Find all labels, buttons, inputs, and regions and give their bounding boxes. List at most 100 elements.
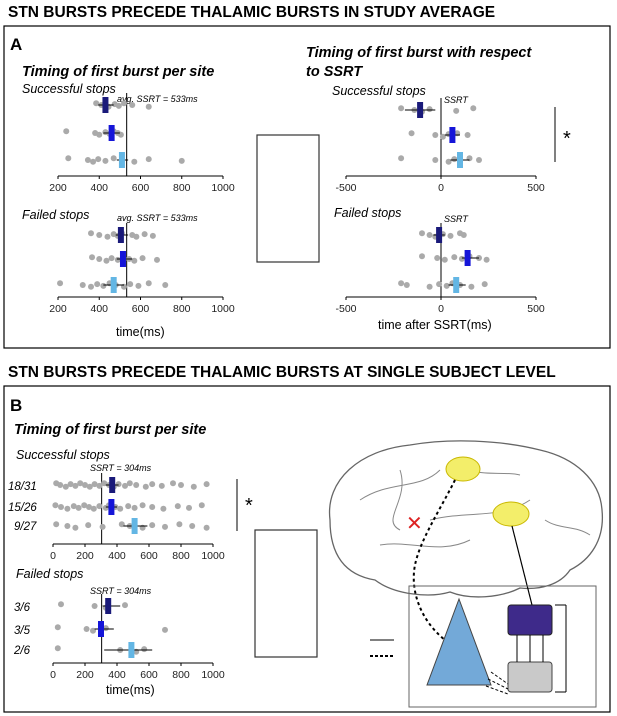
data-point-4-0-22 [190, 483, 197, 490]
key-box-a [256, 134, 320, 263]
data-point-5-0-1 [91, 603, 98, 609]
x-tick-label-0-4: 1000 [211, 182, 235, 194]
gpi-thal-inhibit-2 [487, 678, 509, 690]
data-point-4-2-10 [176, 521, 183, 528]
brain-diagram: ✕ [328, 440, 604, 708]
data-point-1-2-0 [57, 280, 64, 287]
row-label-s2: 15/26 [8, 502, 37, 514]
row-label-f3: 2/6 [13, 645, 31, 657]
data-point-4-2-9 [162, 523, 168, 530]
data-point-4-1-5 [81, 502, 88, 509]
x-tick-label-4-3: 600 [140, 550, 158, 562]
data-point-4-2-5 [118, 521, 125, 528]
data-point-1-1-9 [154, 256, 160, 263]
data-point-4-1-2 [64, 505, 71, 512]
data-point-1-1-4 [114, 256, 121, 263]
data-point-0-1-2 [96, 131, 103, 138]
mean-bar-2-1 [449, 127, 456, 143]
data-point-1-2-11 [162, 282, 169, 288]
data-point-1-1-8 [139, 255, 146, 262]
data-point-4-0-8 [91, 481, 98, 488]
data-point-4-0-20 [170, 480, 176, 487]
data-point-4-2-11 [189, 523, 196, 529]
row-label-f1: 3/6 [14, 602, 31, 614]
panel-a-left-xlabel: time(ms) [116, 325, 165, 339]
data-point-4-1-1 [58, 504, 64, 510]
data-point-0-2-8 [145, 156, 152, 163]
data-point-2-2-6 [476, 157, 482, 163]
data-point-1-2-2 [88, 283, 94, 290]
panel-a-right-failed: Failed stops [334, 206, 401, 220]
x-tick-label-3-2: 500 [527, 303, 545, 315]
data-point-2-2-3 [451, 156, 458, 163]
data-point-3-1-1 [434, 255, 441, 261]
x-tick-label-2-0: -500 [335, 182, 356, 194]
data-point-2-1-6 [464, 132, 471, 138]
data-point-4-0-21 [178, 482, 184, 488]
data-point-4-2-4 [99, 523, 106, 530]
data-point-3-1-2 [441, 256, 448, 263]
key-a-frame [256, 134, 320, 263]
data-point-0-2-7 [131, 158, 138, 165]
data-point-1-2-3 [94, 281, 101, 288]
x-tick-label-1-2: 600 [132, 303, 150, 315]
x-tick-label-0-2: 600 [132, 182, 150, 194]
x-tick-label-2-1: 0 [438, 182, 444, 194]
data-point-3-2-8 [481, 281, 488, 288]
data-point-4-1-8 [96, 503, 103, 510]
x-tick-label-5-3: 600 [140, 669, 158, 681]
mean-bar-5-0 [105, 598, 112, 614]
subcortical-frame [408, 585, 597, 708]
data-point-4-2-0 [53, 521, 60, 528]
data-point-1-1-0 [89, 254, 96, 261]
row-label-s3: 9/27 [14, 521, 37, 533]
gpi-box [507, 661, 553, 693]
data-point-4-0-19 [158, 482, 165, 489]
mean-bar-4-0 [109, 477, 116, 493]
panel-a-star: * [563, 128, 571, 150]
data-point-4-2-1 [64, 523, 71, 529]
mean-bar-0-0 [102, 97, 109, 113]
key-b-frame [254, 529, 318, 658]
data-point-0-0-7 [145, 103, 152, 110]
x-tick-label-0-0: 200 [49, 182, 67, 194]
data-point-1-0-0 [88, 230, 94, 237]
data-point-4-0-14 [122, 482, 128, 489]
data-point-4-1-0 [52, 502, 59, 509]
panel-b-xlabel: time(ms) [106, 683, 155, 697]
x-tick-label-4-5: 1000 [201, 550, 225, 562]
data-point-2-0-0 [398, 105, 405, 112]
data-point-3-2-7 [468, 283, 475, 290]
data-point-4-0-15 [126, 480, 133, 487]
data-point-2-0-5 [470, 105, 477, 112]
data-point-5-1-3 [102, 625, 109, 632]
data-point-3-1-0 [419, 253, 425, 260]
x-tick-label-5-2: 400 [108, 669, 126, 681]
mean-bar-3-1 [464, 250, 471, 266]
gpi-thal-inhibit-1 [490, 671, 509, 685]
data-point-3-1-7 [483, 256, 490, 263]
data-point-1-2-1 [79, 282, 86, 288]
mean-bar-5-1 [98, 621, 104, 637]
data-point-1-1-3 [108, 255, 115, 262]
x-tick-label-4-0: 0 [50, 550, 56, 562]
data-point-0-2-1 [84, 157, 91, 163]
data-point-3-1-4 [458, 255, 465, 262]
row-label-f2: 3/5 [14, 625, 31, 637]
x-tick-label-5-0: 0 [50, 669, 56, 681]
x-tick-label-1-4: 1000 [211, 303, 235, 315]
x-tick-label-1-1: 400 [90, 303, 108, 315]
data-point-1-0-1 [96, 232, 103, 238]
x-tick-label-5-5: 1000 [201, 669, 225, 681]
panel-a-ssrt-bottom: SSRT [444, 214, 469, 224]
mid-title: STN BURSTS PRECEDE THALAMIC BURSTS AT SI… [8, 364, 556, 381]
panel-a-label: A [10, 35, 22, 54]
data-point-4-2-3 [85, 522, 92, 529]
data-point-4-0-9 [96, 482, 103, 489]
x-tick-label-4-2: 400 [108, 550, 126, 562]
key-box-b [254, 529, 318, 658]
data-point-2-1-0 [408, 130, 415, 137]
data-point-5-2-3 [141, 646, 148, 653]
